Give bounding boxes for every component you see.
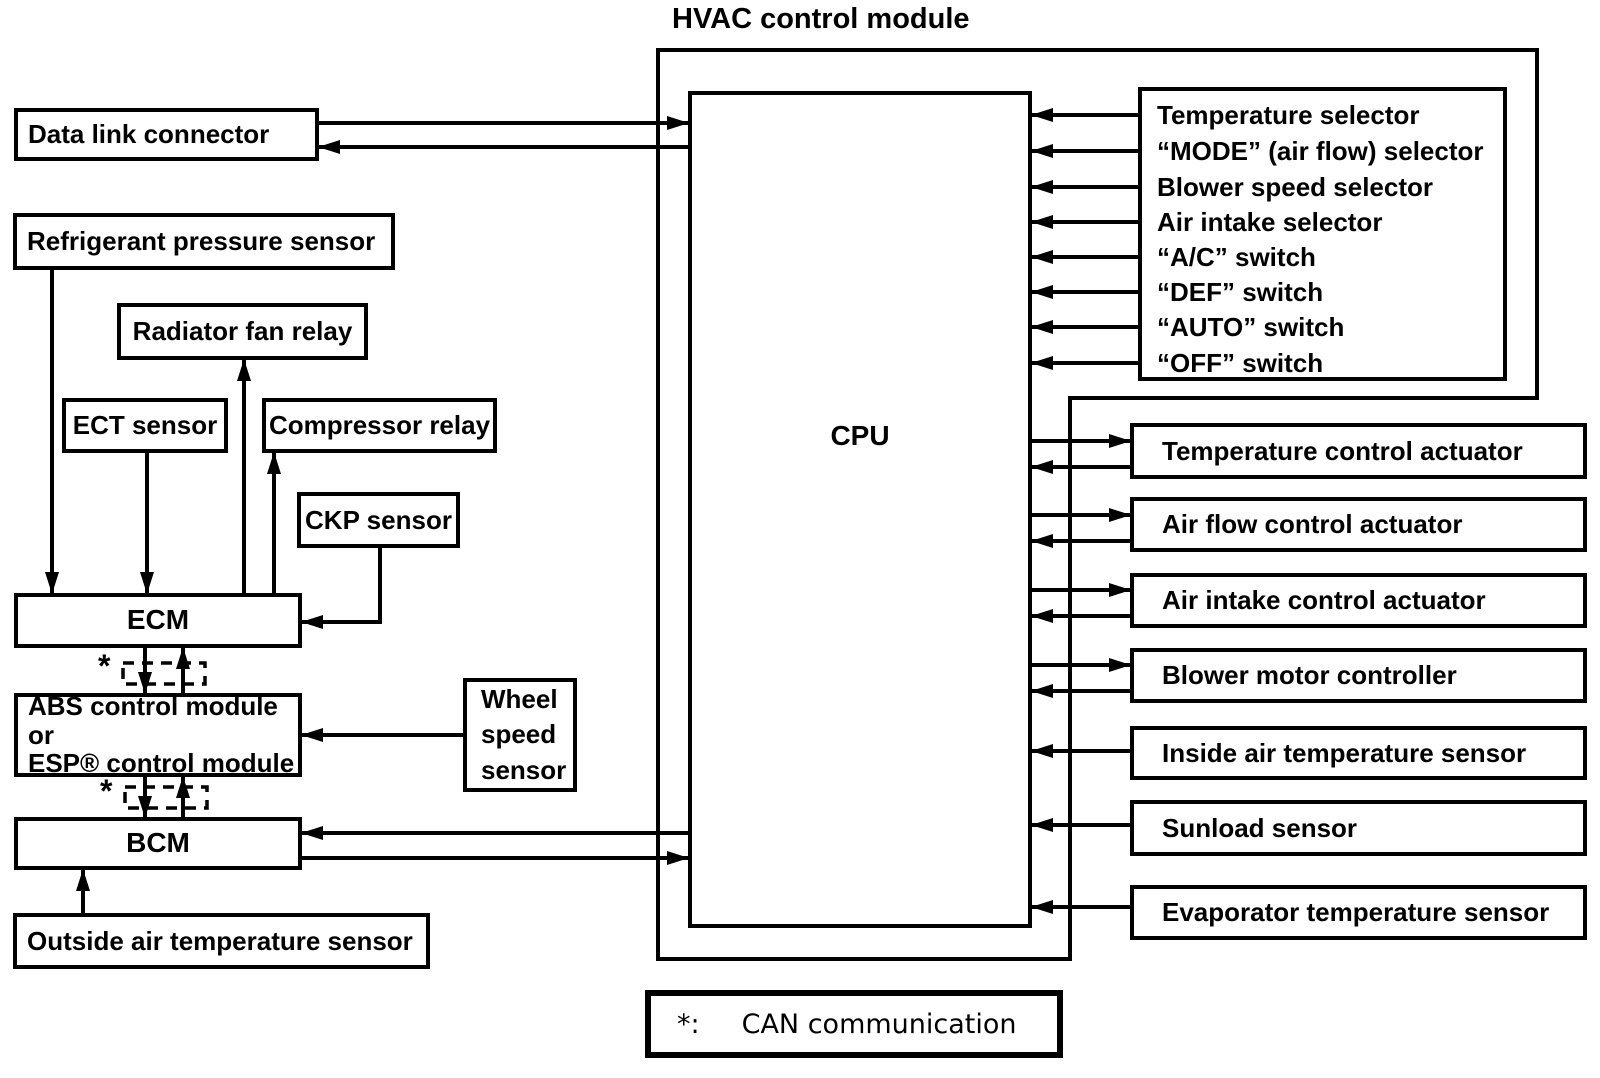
node-air-intake-control-actuator: Air intake control actuator bbox=[1130, 573, 1587, 628]
diagram-title: HVAC control module bbox=[672, 3, 970, 35]
edge-ckp-sensor-to-ecm bbox=[301, 548, 382, 629]
selector-item-air-intake: Air intake selector bbox=[1157, 207, 1383, 237]
selector-item-def-switch: “DEF” switch bbox=[1157, 277, 1324, 307]
node-air-flow-control-actuator: Air flow control actuator bbox=[1130, 497, 1587, 552]
node-wheel-speed-sensor: Wheel speed sensor bbox=[463, 678, 577, 792]
selector-panel-box bbox=[1138, 87, 1507, 381]
node-outside-air-temperature-sensor: Outside air temperature sensor bbox=[13, 913, 430, 969]
selector-item-blower-speed: Blower speed selector bbox=[1157, 172, 1433, 202]
selector-item-mode: “MODE” (air flow) selector bbox=[1157, 136, 1484, 166]
selector-item-off-switch: “OFF” switch bbox=[1157, 348, 1324, 378]
node-ect-sensor: ECT sensor bbox=[62, 398, 228, 453]
legend-box: *: CAN communication bbox=[645, 990, 1063, 1058]
selector-item-temperature: Temperature selector bbox=[1157, 100, 1420, 130]
selector-item-ac-switch: “A/C” switch bbox=[1157, 242, 1316, 272]
selector-item-auto-switch: “AUTO” switch bbox=[1157, 312, 1345, 342]
wheel-speed-label-line1: Wheel bbox=[481, 684, 558, 715]
node-blower-motor-controller: Blower motor controller bbox=[1130, 648, 1587, 703]
node-sunload-sensor: Sunload sensor bbox=[1130, 800, 1587, 856]
node-ckp-sensor: CKP sensor bbox=[297, 492, 460, 548]
node-bcm: BCM bbox=[14, 817, 302, 870]
node-evaporator-temperature-sensor: Evaporator temperature sensor bbox=[1130, 885, 1587, 940]
node-radiator-fan-relay: Radiator fan relay bbox=[117, 303, 368, 360]
node-refrigerant-pressure-sensor: Refrigerant pressure sensor bbox=[13, 213, 395, 270]
can-asterisk-ecm-abs: * bbox=[98, 648, 111, 684]
wheel-speed-label-line2: speed bbox=[481, 719, 557, 750]
wheel-speed-label-line3: sensor bbox=[481, 754, 567, 785]
node-inside-air-temperature-sensor: Inside air temperature sensor bbox=[1130, 726, 1587, 780]
node-ecm: ECM bbox=[14, 593, 302, 648]
hvac-module-outline bbox=[656, 48, 1539, 961]
cpu-label: CPU bbox=[830, 420, 890, 451]
can-dashed-frame-abs-bcm bbox=[123, 785, 209, 810]
node-temperature-control-actuator: Temperature control actuator bbox=[1130, 423, 1587, 479]
cpu-box bbox=[688, 91, 1032, 928]
abs-module-label-line1: ABS control module or bbox=[28, 691, 278, 750]
abs-module-label-line2: ESP® control module bbox=[28, 748, 295, 779]
can-dashed-frame-ecm-abs bbox=[121, 661, 207, 686]
legend-text: CAN communication bbox=[741, 1008, 1017, 1040]
legend-symbol: *: bbox=[677, 1008, 700, 1040]
can-asterisk-abs-bcm: * bbox=[100, 773, 113, 809]
node-compressor-relay: Compressor relay bbox=[262, 398, 497, 453]
node-data-link-connector: Data link connector bbox=[14, 108, 319, 161]
node-abs-esp-control-module: ABS control module or ESP® control modul… bbox=[14, 691, 302, 779]
